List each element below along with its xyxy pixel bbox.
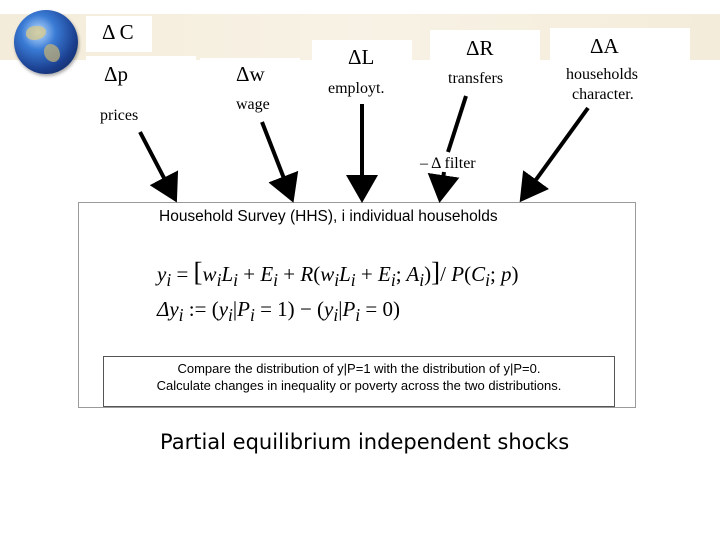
label-tab-w [200,58,300,94]
label-tab-a [550,28,690,66]
arrow-prices [138,131,179,203]
character-label: character. [572,86,634,103]
prices-label: prices [100,107,139,124]
label-tab-l [312,40,412,76]
delta-c-label: Δ C [102,20,134,44]
label-tab-c [86,16,152,52]
delta-p-label: Δp [104,62,129,86]
comparison-box: Compare the distribution of y|P=1 with t… [103,356,615,407]
arrow-filter [427,171,460,203]
difference-equation: Δyi := (yi|Pi = 1) − (yi|Pi = 0) [157,297,400,326]
label-tab-p [86,56,196,94]
employt-label: employt. [328,80,385,97]
delta-r-label: ΔR [466,36,494,60]
households-label: households [566,66,638,83]
survey-title: Household Survey (HHS), i individual hou… [159,208,498,225]
label-tab-r [430,30,540,66]
delta-w-label: Δw [236,62,265,86]
filter-label: – Δ filter [420,155,476,172]
compare-line-2: Calculate changes in inequality or pover… [156,378,562,393]
income-equation: yi = [wiLi + Ei + R(wiLi + Ei; Ai)]/ P(C… [157,257,519,291]
wage-label: wage [236,96,270,113]
arrow-households [519,106,590,203]
footer-text: Partial equilibrium independent shocks [160,430,570,454]
globe-icon [14,10,78,74]
arrow-transfers [446,95,468,153]
transfers-label: transfers [448,70,504,87]
compare-line-1: Compare the distribution of y|P=1 with t… [177,361,541,376]
arrow-wage [260,121,299,203]
delta-a-label: ΔA [590,34,619,58]
delta-l-label: ΔL [348,45,375,69]
